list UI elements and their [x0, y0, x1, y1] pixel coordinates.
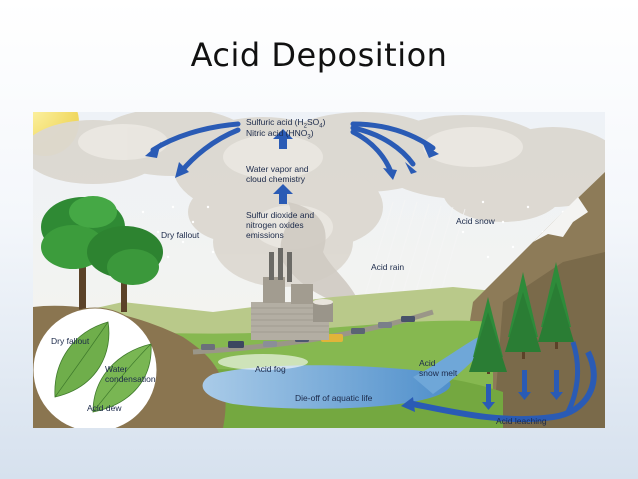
label-acid-leaching: Acid leaching	[496, 416, 547, 426]
slide-title: Acid Deposition	[190, 36, 448, 74]
label-leaf-dry-fallout: Dry fallout	[51, 336, 90, 346]
groundwater-return-arrow	[412, 350, 597, 423]
evergreen-trees	[469, 262, 574, 374]
label-die-off: Die-off of aquatic life	[295, 393, 373, 403]
label-acid-rain: Acid rain	[371, 262, 405, 272]
diagram-illustration	[33, 112, 605, 428]
acid-deposition-diagram: Sulfuric acid (H2SO4) Nitric acid (HNO3)…	[33, 112, 605, 428]
smoke-plume	[280, 202, 363, 312]
right-arrows	[350, 121, 436, 175]
label-acid-fog: Acid fog	[255, 364, 286, 374]
label-leaf-acid-dew: Acid dew	[87, 403, 122, 413]
leaf-inset	[33, 307, 158, 428]
label-acid-snow: Acid snow	[456, 216, 495, 226]
mountain-flow-arrow	[565, 341, 580, 414]
deciduous-trees	[41, 196, 163, 312]
label-nitric-acid: Nitric acid (HNO3)	[246, 128, 314, 141]
acid-fog	[218, 354, 308, 370]
leaching-arrows	[482, 370, 563, 410]
mountain-snowcap	[533, 197, 588, 242]
lake	[202, 365, 451, 409]
power-plant	[251, 248, 333, 340]
upward-arrows	[273, 129, 293, 204]
river	[413, 335, 489, 394]
label-sulfuric-acid: Sulfuric acid (H2SO4)	[246, 117, 326, 130]
label-dry-fallout: Dry fallout	[161, 230, 200, 240]
